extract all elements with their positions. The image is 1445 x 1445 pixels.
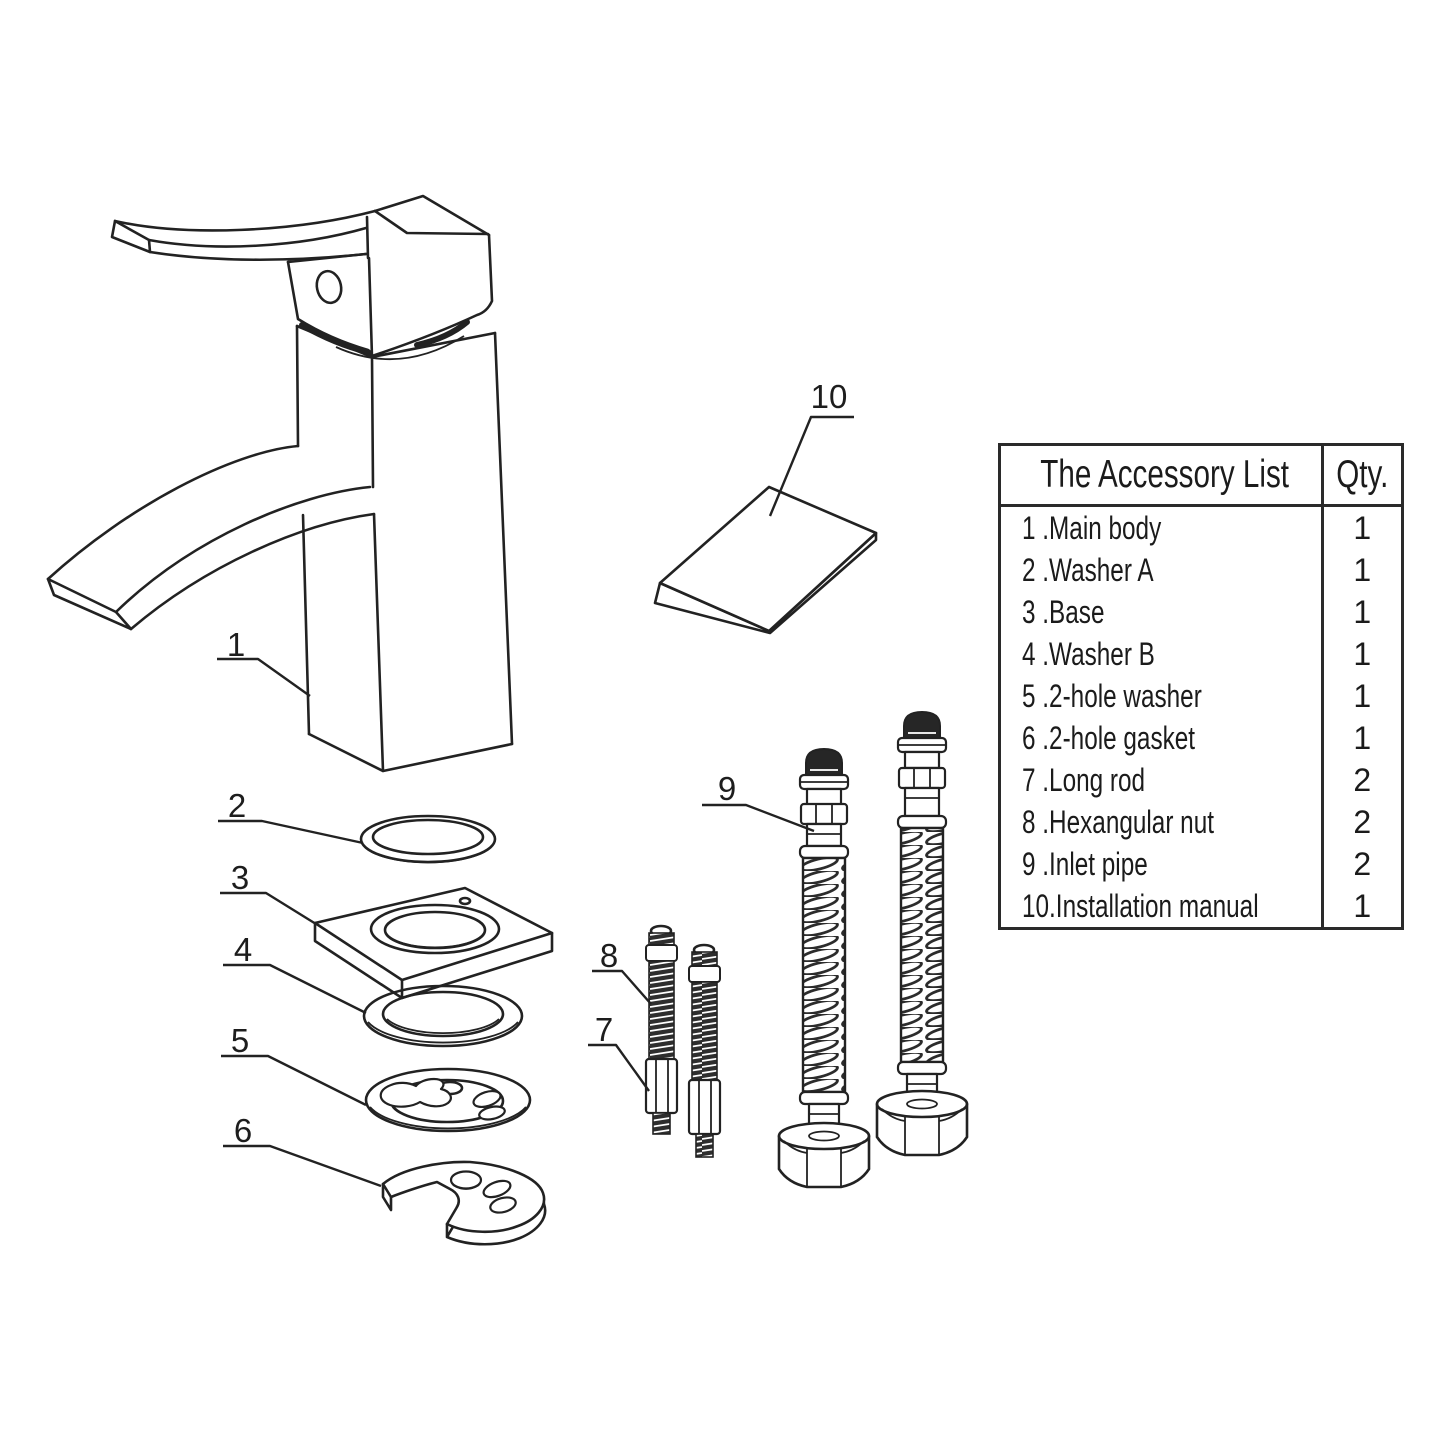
qty-cell: 1 bbox=[1353, 509, 1372, 546]
part-label-10: 10 bbox=[811, 378, 848, 415]
table-row: 4 .Washer B 1 bbox=[1001, 633, 1401, 675]
part-label-9: 9 bbox=[718, 770, 736, 807]
qty-cell: 1 bbox=[1353, 677, 1372, 714]
part-leader-2 bbox=[218, 819, 364, 845]
item-cell: 10.Installation manual bbox=[1001, 885, 1324, 927]
table-header-qty: Qty. bbox=[1322, 446, 1401, 507]
handle-lever-top-edge bbox=[113, 209, 377, 232]
table-row: 9 .Inlet pipe 2 bbox=[1001, 843, 1401, 885]
item-cell: 7 .Long rod bbox=[1001, 759, 1324, 801]
part-label-8: 8 bbox=[600, 937, 618, 974]
part-9-inlet-pipes-drawing bbox=[777, 710, 969, 1189]
part-10-installation-manual-drawing bbox=[653, 485, 878, 635]
faucet-body-column bbox=[295, 324, 311, 736]
table-row: 7 .Long rod 2 bbox=[1001, 759, 1401, 801]
part-7-8-long-rods-drawing bbox=[644, 924, 722, 1158]
part-leader-1 bbox=[217, 657, 311, 697]
part-label-5: 5 bbox=[231, 1022, 249, 1059]
part-label-6: 6 bbox=[234, 1112, 252, 1149]
hexangular-nut-b bbox=[687, 1078, 722, 1136]
table-row: 2 .Washer A 1 bbox=[1001, 549, 1401, 591]
table-row: 1 .Main body 1 bbox=[1001, 505, 1401, 549]
table-header-row: The Accessory List Qty. bbox=[1001, 446, 1401, 507]
table-row: 3 .Base 1 bbox=[1001, 591, 1401, 633]
hose-b-hex-nut bbox=[875, 1089, 969, 1119]
item-cell: 6 .2-hole gasket bbox=[1001, 717, 1324, 759]
part-6-two-hole-gasket-drawing bbox=[381, 1160, 547, 1246]
qty-cell: 1 bbox=[1353, 887, 1372, 924]
handle-block bbox=[370, 233, 494, 358]
hose-a-hex-nut bbox=[777, 1121, 871, 1151]
part-leader-7 bbox=[588, 1043, 650, 1092]
part-4-washer-b-drawing bbox=[362, 984, 524, 1048]
part-label-4: 4 bbox=[234, 931, 252, 968]
part-label-3: 3 bbox=[231, 859, 249, 896]
part-leader-4 bbox=[223, 963, 367, 1015]
table-row: 6 .2-hole gasket 1 bbox=[1001, 717, 1401, 759]
part-leader-5 bbox=[221, 1054, 367, 1107]
handle-screw-hole bbox=[315, 269, 343, 305]
qty-cell: 2 bbox=[1353, 761, 1372, 798]
part-leader-8 bbox=[592, 969, 652, 1005]
part-5-two-hole-washer-drawing bbox=[364, 1067, 532, 1133]
qty-cell: 1 bbox=[1353, 635, 1372, 672]
ball-joint-seal bbox=[299, 322, 371, 355]
part-leader-10 bbox=[768, 415, 854, 517]
part-3-base-drawing bbox=[313, 886, 554, 1000]
table-row: 8 .Hexangular nut 2 bbox=[1001, 801, 1401, 843]
hexangular-nut-a bbox=[644, 1057, 679, 1115]
part-leader-3 bbox=[220, 891, 317, 926]
part-label-7: 7 bbox=[595, 1011, 613, 1048]
part-label-2: 2 bbox=[228, 787, 246, 824]
qty-cell: 1 bbox=[1353, 719, 1372, 756]
qty-cell: 2 bbox=[1353, 803, 1372, 840]
waterfall-spout bbox=[46, 444, 300, 581]
part-leader-6 bbox=[223, 1144, 382, 1188]
item-cell: 2 .Washer A bbox=[1001, 549, 1324, 591]
braided-hose-a bbox=[801, 856, 847, 1094]
accessory-list-table: The Accessory List Qty. 1 .Main body 1 2 … bbox=[998, 443, 1404, 930]
part-label-1: 1 bbox=[227, 626, 245, 663]
braided-hose-b bbox=[899, 826, 945, 1064]
part-1-main-body-drawing bbox=[46, 194, 514, 773]
part-leader-9 bbox=[702, 803, 815, 833]
item-cell: 8 .Hexangular nut bbox=[1001, 801, 1324, 843]
item-cell: 3 .Base bbox=[1001, 591, 1324, 633]
table-row: 5 .2-hole washer 1 bbox=[1001, 675, 1401, 717]
qty-cell: 1 bbox=[1353, 593, 1372, 630]
item-cell: 9 .Inlet pipe bbox=[1001, 843, 1324, 885]
qty-cell: 2 bbox=[1353, 845, 1372, 882]
qty-cell: 1 bbox=[1353, 551, 1372, 588]
table-header-item: The Accessory List bbox=[1001, 446, 1324, 507]
item-cell: 5 .2-hole washer bbox=[1001, 675, 1324, 717]
item-cell: 1 .Main body bbox=[1001, 505, 1324, 549]
part-2-washer-a-drawing bbox=[359, 814, 497, 864]
item-cell: 4 .Washer B bbox=[1001, 633, 1324, 675]
table-row: 10.Installation manual 1 bbox=[1001, 885, 1401, 927]
